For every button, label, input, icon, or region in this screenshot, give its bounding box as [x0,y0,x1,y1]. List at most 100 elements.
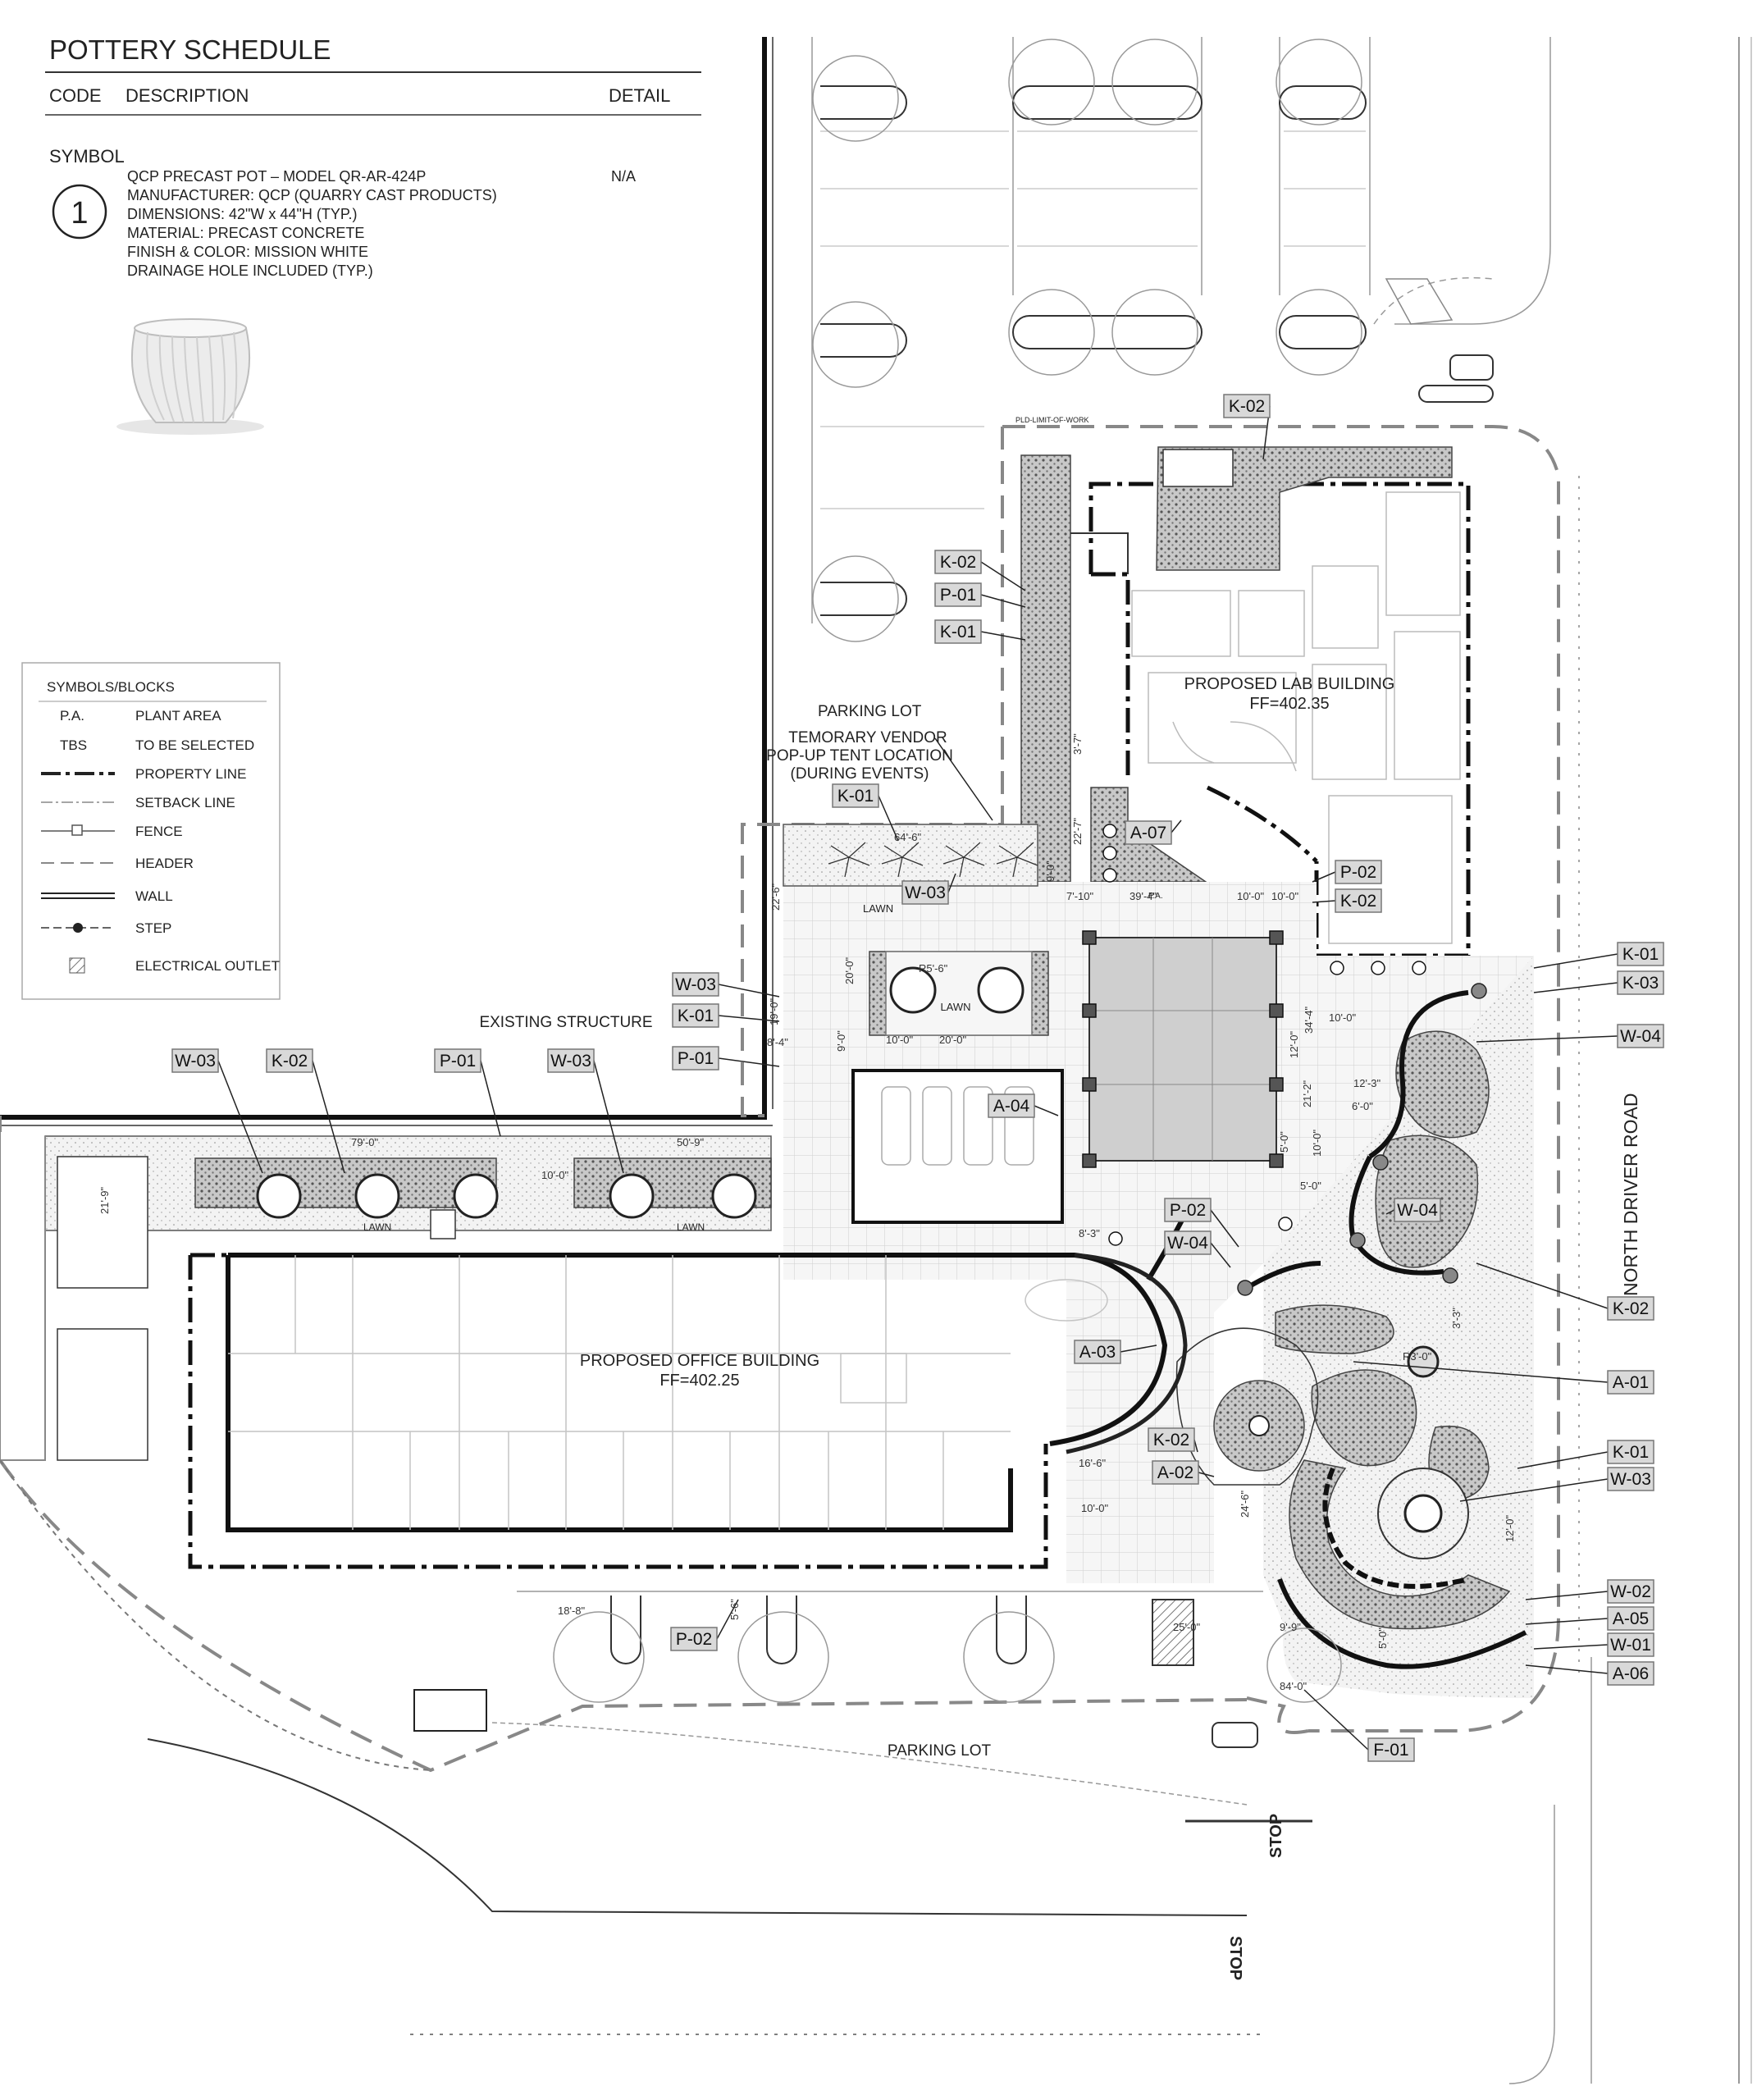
keynote-tag: W-04 [1164,1230,1231,1268]
south-parking: PARKING LOT STOP STOP [0,1459,1592,2084]
lawn-label: LAWN [677,1221,705,1233]
symbols-legend: SYMBOLS/BLOCKS P.A. PLANT AREA TBS TO BE… [21,662,281,1000]
dimension-label: 9'-0" [1044,861,1056,882]
lab-ff-label: FF=402.35 [1249,695,1329,713]
stop-marking: STOP [1226,1936,1244,1980]
legend-label-electrical-outlet: ELECTRICAL OUTLET [135,958,280,974]
east-garden: P.A. [1102,824,1534,1698]
keynote-tags: K-02K-02P-01K-01K-01W-03W-03K-01P-01A-07… [171,394,1664,1762]
keynote-tag-label: A-03 [1079,1343,1116,1362]
keynote-tag: A-02 [1152,1460,1215,1485]
keynote-tag: K-02 [1312,888,1382,913]
keynote-tag-label: P-02 [676,1630,712,1649]
road-label: NORTH DRIVER ROAD [1620,1093,1641,1297]
parking-island [820,85,1367,616]
schedule-desc-line: MATERIAL: PRECAST CONCRETE [127,225,364,241]
keynote-tag-label: P-02 [1340,863,1376,882]
keynote-tag-label: P-02 [1170,1201,1206,1220]
electrical-outlet-icon [69,957,85,974]
pot-icon [977,966,1025,1014]
north-driver-road: NORTH DRIVER ROAD [1578,476,1641,1673]
legend-title: SYMBOLS/BLOCKS [47,679,175,695]
dimension-label: 8'-4" [767,1036,788,1048]
keynote-tag-label: W-01 [1610,1636,1651,1655]
dimension-label: 79'-0" [351,1136,379,1148]
dimension-label: 5'-6" [728,1599,741,1620]
keynote-tag: W-03 [901,873,956,905]
schedule-desc-line: DRAINAGE HOLE INCLUDED (TYP.) [127,262,373,279]
keynote-tag: W-02 [1525,1579,1654,1604]
lawn-label: LAWN [940,1001,970,1013]
dimension-label: 84'-0" [1280,1680,1307,1692]
keynote-tag-label: W-04 [1620,1027,1661,1046]
keynote-tag-label: A-05 [1613,1609,1649,1628]
dimension-label: 5'-0" [1376,1628,1389,1649]
office-plant-strip: LAWN LAWN [0,1117,772,1461]
keynote-tag-label: W-03 [550,1052,591,1071]
parking-lot-south-label: PARKING LOT [888,1742,992,1760]
limit-of-work-line: PLD-LIMIT-OF-WORK [0,416,1560,1773]
keynote-tag: W-03 [1459,1467,1654,1502]
keynote-tag-label: P-01 [440,1052,476,1071]
dimension-label: 21'-2" [1301,1080,1313,1107]
dimension-label: 20'-0" [843,956,856,984]
dimension-label: 6'-0" [1352,1100,1373,1112]
bench-icon [1237,983,1487,1296]
legend-label-fence: FENCE [135,824,183,839]
keynote-tag: A-01 [1353,1361,1654,1395]
keynote-tag-label: A-01 [1613,1373,1649,1392]
keynote-tag: K-01 [832,783,899,842]
keynote-tag: K-01 [1533,942,1664,969]
dimension-label: 16'-6" [1079,1457,1107,1469]
dimension-label: 34'-4" [1303,1006,1315,1034]
keynote-tag: A-06 [1525,1661,1654,1686]
keynote-tag: A-04 [988,1093,1059,1118]
keynote-tag-label: A-02 [1157,1463,1193,1482]
dimension-label: 9'-9" [1280,1621,1301,1633]
dimension-label: 8'-3" [1079,1227,1100,1239]
fence-icon [41,824,115,836]
dimension-label: 12'-0" [1288,1030,1300,1058]
keynote-tag-label: K-03 [1622,974,1659,993]
schedule-col-code: CODE [49,85,102,106]
keynote-tag: A-05 [1525,1606,1654,1631]
parking-lot-north-label: PARKING LOT [818,703,922,720]
dimension-label: 12'-3" [1353,1077,1381,1089]
legend-label-step: STEP [135,920,171,936]
pot-symbol-icon [52,184,107,240]
keynote-tag: P-02 [670,1599,739,1651]
keynote-tag: K-01 [1517,1440,1654,1469]
legend-label-plant-area: PLANT AREA [135,708,221,724]
dimension-label: 9'-0" [835,1030,847,1052]
step-marker-icon [1102,824,1426,1246]
keynote-tag-label: K-01 [678,1007,714,1025]
dimension-label: 10'-0" [1311,1129,1323,1157]
keynote-tag-label: W-03 [1610,1470,1651,1489]
existing-structure-label: EXISTING STRUCTURE [479,1014,652,1031]
dimension-label: 12'-0" [1504,1514,1516,1542]
pa-label: P.A. [1148,892,1163,901]
tree-icon [812,39,1362,642]
lawn-label: LAWN [363,1221,391,1233]
legend-label-property-line: PROPERTY LINE [135,766,246,782]
legend-label-to-be-selected: TO BE SELECTED [135,737,254,753]
legend-symbol-pa: P.A. [60,708,84,724]
dimension-label: 25'-0" [1173,1621,1201,1633]
keynote-tag-label: P-01 [940,586,976,605]
keynote-tag-label: K-02 [1340,892,1376,911]
tree-icon [553,1611,1342,1703]
step-icon [41,923,115,933]
keynote-tag: P-02 [1164,1198,1239,1248]
keynote-tag: P-01 [434,1048,501,1137]
schedule-title: POTTERY SCHEDULE [49,34,331,65]
dimension-label: 10'-0" [1081,1502,1109,1514]
keynote-tag: A-07 [1125,819,1182,845]
palm-tree-icon [828,842,1038,878]
keynote-tag-label: P-01 [678,1049,714,1068]
dimension-label: 22'-7" [1071,817,1084,845]
keynote-tag: P-01 [934,582,1026,608]
pot-icon [889,966,937,1014]
car-icon [1449,354,1494,381]
keynote-tag: K-02 [1223,394,1271,460]
keynote-tag: W-03 [547,1048,624,1174]
